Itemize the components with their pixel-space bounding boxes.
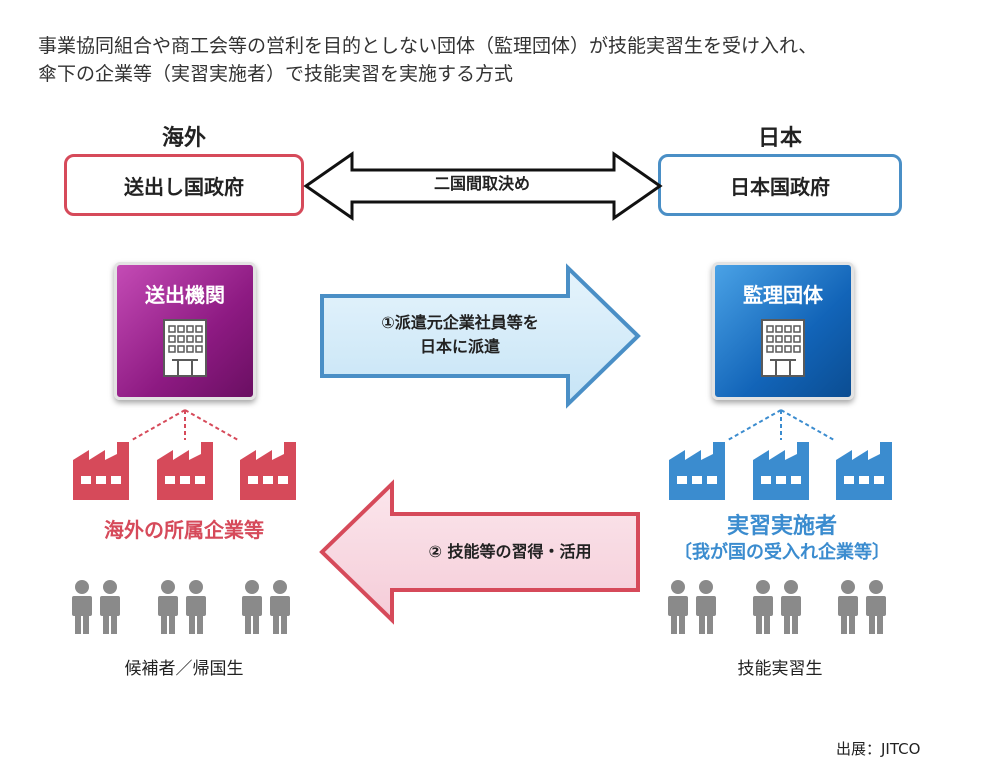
japan-government-box: 日本国政府 (658, 154, 902, 216)
intro-text: 事業協同組合や商工会等の営利を目的としない団体（監理団体）が技能実習生を受け入れ… (38, 32, 968, 88)
person-icon (668, 580, 716, 634)
building-icon (163, 319, 207, 377)
factory-icon (836, 442, 892, 500)
person-icon (753, 580, 801, 634)
return-arrow (319, 479, 640, 625)
bilateral-double-arrow (303, 151, 663, 221)
intro-line-2: 傘下の企業等（実習実施者）で技能実習を実施する方式 (38, 63, 514, 85)
overseas-companies-label: 海外の所属企業等 (104, 518, 264, 542)
supervising-organization-label: 監理団体 (743, 283, 823, 307)
intro-line-1: 事業協同組合や商工会等の営利を目的としない団体（監理団体）が技能実習生を受け入れ… (38, 35, 818, 57)
factory-icon (157, 442, 213, 500)
return-arrow-label: ② 技能等の習得・活用 (428, 542, 592, 561)
sending-organization-box: 送出機関 (114, 262, 256, 400)
japan-people-caption: 技能実習生 (737, 659, 823, 679)
supervising-organization-box: 監理団体 (712, 262, 854, 400)
overseas-people-caption: 候補者／帰国生 (124, 659, 244, 679)
dispatch-label-line-1: ①派遣元企業社員等を (381, 313, 539, 332)
overseas-government-box: 送出し国政府 (64, 154, 304, 216)
japan-connectors (727, 409, 835, 441)
overseas-factory-icons (73, 442, 296, 500)
factory-icon (240, 442, 296, 500)
factory-icon (753, 442, 809, 500)
japan-people-icons (668, 580, 886, 634)
dispatch-arrow (320, 263, 641, 409)
dispatch-arrow-label: ①派遣元企業社員等を 日本に派遣 (340, 311, 580, 359)
person-icon (838, 580, 886, 634)
factory-icon (73, 442, 129, 500)
bilateral-arrow-label: 二国間取決め (433, 174, 530, 193)
overseas-government-label: 送出し国政府 (124, 174, 244, 199)
person-icon (158, 580, 206, 634)
japan-companies-label: 実習実施者 (726, 514, 837, 539)
japan-companies-sublabel: 〔我が国の受入れ企業等〕 (674, 542, 890, 563)
dispatch-label-line-2: 日本に派遣 (419, 337, 500, 356)
overseas-people-icons (72, 580, 290, 634)
overseas-heading: 海外 (161, 126, 206, 151)
japan-government-label: 日本国政府 (730, 174, 830, 199)
sending-organization-label: 送出機関 (145, 283, 225, 307)
building-icon (761, 319, 805, 377)
overseas-connectors (131, 409, 239, 441)
person-icon (72, 580, 120, 634)
factory-icon (669, 442, 725, 500)
source-credit: 出展：JITCO (836, 740, 921, 758)
japan-factory-icons (669, 442, 892, 500)
person-icon (242, 580, 290, 634)
japan-heading: 日本 (757, 126, 802, 151)
